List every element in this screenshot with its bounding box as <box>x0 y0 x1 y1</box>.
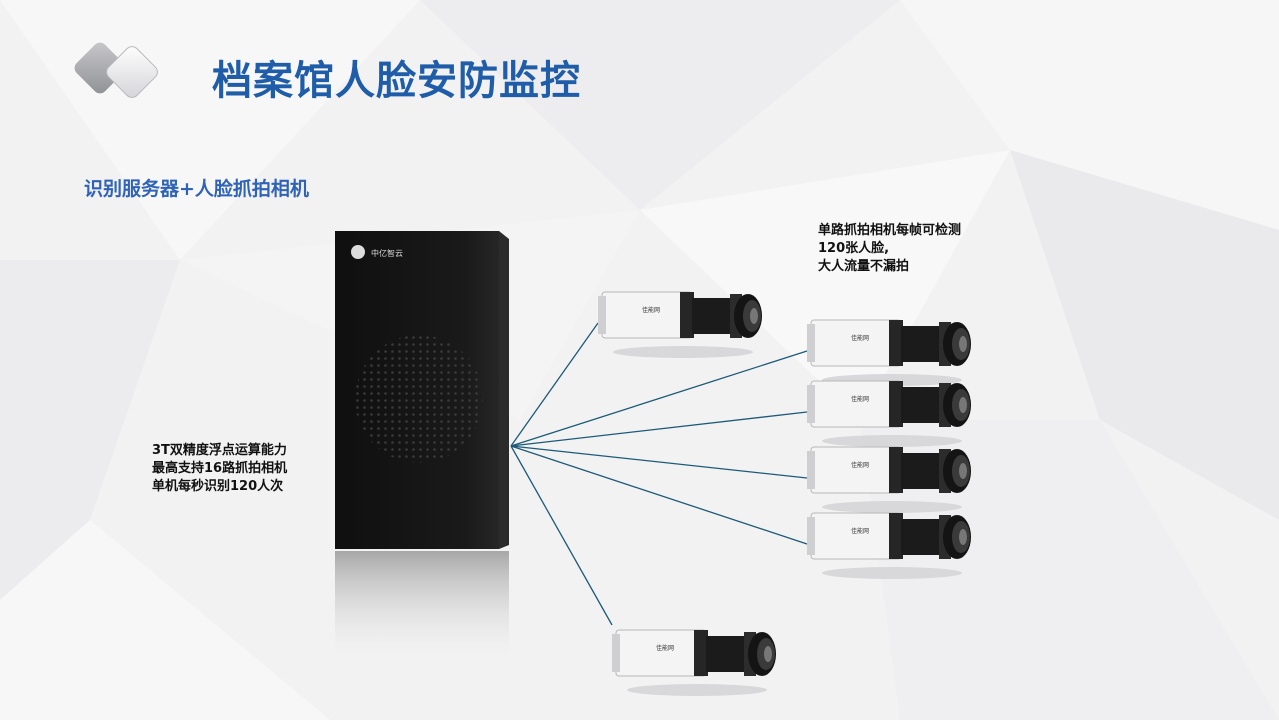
page-title: 档案馆人脸安防监控 <box>212 58 581 104</box>
camera-badge: 佳能网 <box>851 334 869 342</box>
page-subtitle: 识别服务器+人脸抓拍相机 <box>84 178 309 200</box>
server-spec-line: 单机每秒识别120人次 <box>152 479 284 494</box>
camera-badge: 佳能网 <box>851 527 869 535</box>
camera-badge: 佳能网 <box>851 395 869 403</box>
camera-3: 佳能网 <box>807 380 972 447</box>
link-camera-4 <box>510 445 808 479</box>
server-spec-line: 最高支持16路抓拍相机 <box>152 461 288 476</box>
camera-caption-line: 120张人脸, <box>818 241 890 256</box>
camera-1: 佳能网 <box>598 291 763 358</box>
logo-diamond-icon <box>74 42 158 98</box>
camera-4: 佳能网 <box>807 446 972 513</box>
link-camera-2 <box>510 350 808 447</box>
server-specs: 3T双精度浮点运算能力 最高支持16路抓拍相机 单机每秒识别120人次 <box>152 442 352 496</box>
camera-5: 佳能网 <box>807 512 972 579</box>
recognition-server: 中亿智云 <box>335 231 509 671</box>
link-camera-1 <box>510 322 599 447</box>
server-spec-line: 3T双精度浮点运算能力 <box>152 443 287 458</box>
link-camera-6 <box>510 445 613 626</box>
camera-badge: 佳能网 <box>642 306 660 314</box>
server-brand: 中亿智云 <box>371 248 403 258</box>
camera-caption-line: 大人流量不漏拍 <box>818 259 910 274</box>
brand-logo-icon <box>351 245 365 259</box>
link-camera-5 <box>510 445 808 545</box>
camera-badge: 佳能网 <box>851 461 869 469</box>
camera-caption-line: 单路抓拍相机每帧可检测 <box>818 223 962 238</box>
camera-badge: 佳能网 <box>656 644 674 652</box>
camera-2: 佳能网 <box>807 319 972 386</box>
link-camera-3 <box>510 411 808 447</box>
camera-6: 佳能网 <box>612 629 777 696</box>
camera-caption: 单路抓拍相机每帧可检测 120张人脸, 大人流量不漏拍 <box>818 222 1028 276</box>
